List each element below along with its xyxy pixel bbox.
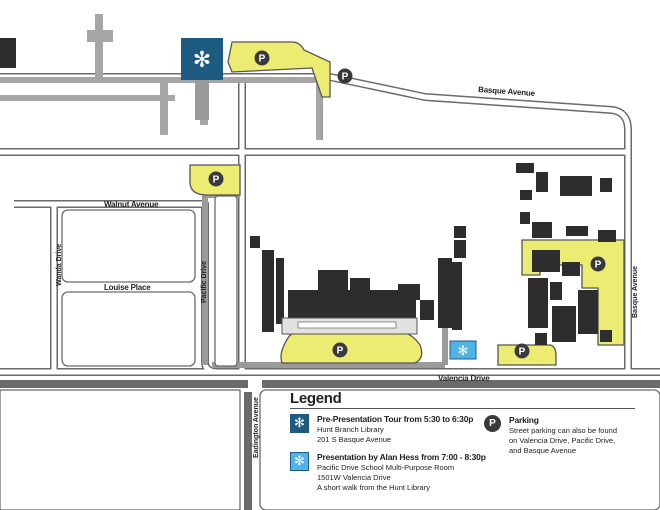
parking-markers: P P P P P P <box>208 50 606 359</box>
upper-roads <box>0 14 330 140</box>
street-label-walnut: Walnut Avenue <box>104 200 159 209</box>
tour-location: Hunt Branch Library <box>317 425 384 434</box>
snowflake-icon: ✻ <box>290 414 309 433</box>
street-label-wanda: Wanda Drive <box>56 244 63 286</box>
parking-marker: P <box>208 171 224 187</box>
street-label-valencia: Valencia Drive <box>438 374 490 383</box>
road-network <box>0 30 660 510</box>
street-label-louise: Louise Place <box>104 283 151 292</box>
svg-text:P: P <box>337 346 344 357</box>
svg-text:P: P <box>213 175 220 186</box>
street-labels: Basque Avenue Walnut Avenue Louise Place… <box>56 85 639 458</box>
presentation-title: Presentation by Alan Hess from 7:00 - 8:… <box>317 452 486 462</box>
multipurpose-room <box>449 340 477 360</box>
street-label-eadington: Eadington Avenue <box>253 397 260 458</box>
parking-note-3: and Basque Avenue <box>509 446 577 455</box>
svg-text:P: P <box>342 72 349 83</box>
library-building <box>181 38 223 80</box>
parking-title: Parking <box>509 415 539 425</box>
svg-text:P: P <box>259 54 266 65</box>
street-label-pacific: Pacific Drive <box>201 261 208 303</box>
parking-note-1: Street parking can also be found <box>509 426 617 435</box>
parking-icon: P <box>484 415 501 432</box>
legend-panel: Legend ✻ Pre-Presentation Tour from 5:30… <box>290 390 660 510</box>
parking-marker: P <box>590 256 606 272</box>
legend-divider <box>290 408 635 409</box>
parking-note-2: on Valencia Drive, Pacific Drive, <box>509 436 616 445</box>
parking-marker: P <box>254 50 270 66</box>
street-label-basque-vertical: Basque Avenue <box>632 266 639 318</box>
city-blocks <box>0 195 660 510</box>
parking-marker: P <box>337 68 353 84</box>
presentation-address: 1501W Valencia Drive <box>317 473 391 482</box>
buildings <box>0 38 616 345</box>
presentation-location: Pacific Drive School Multi-Purpose Room <box>317 463 455 472</box>
tour-title: Pre-Presentation Tour from 5:30 to 6:30p <box>317 414 474 424</box>
snowflake-icon: ✻ <box>290 452 309 471</box>
svg-text:P: P <box>595 260 602 271</box>
legend-entry-parking: P Parking Street parking can also be fou… <box>484 415 617 456</box>
presentation-note: A short walk from the Hunt Library <box>317 483 430 492</box>
tour-address: 201 S Basque Avenue <box>317 435 392 444</box>
legend-entry-tour: ✻ Pre-Presentation Tour from 5:30 to 6:3… <box>290 414 473 445</box>
parking-marker: P <box>514 343 530 359</box>
street-label-basque: Basque Avenue <box>478 85 536 98</box>
legend-entry-presentation: ✻ Presentation by Alan Hess from 7:00 - … <box>290 452 486 493</box>
snowflake-icon: ✻ <box>193 48 211 73</box>
parking-marker: P <box>332 342 348 358</box>
legend-title: Legend <box>290 390 342 407</box>
svg-text:P: P <box>519 347 526 358</box>
snowflake-icon: ✻ <box>458 344 469 359</box>
